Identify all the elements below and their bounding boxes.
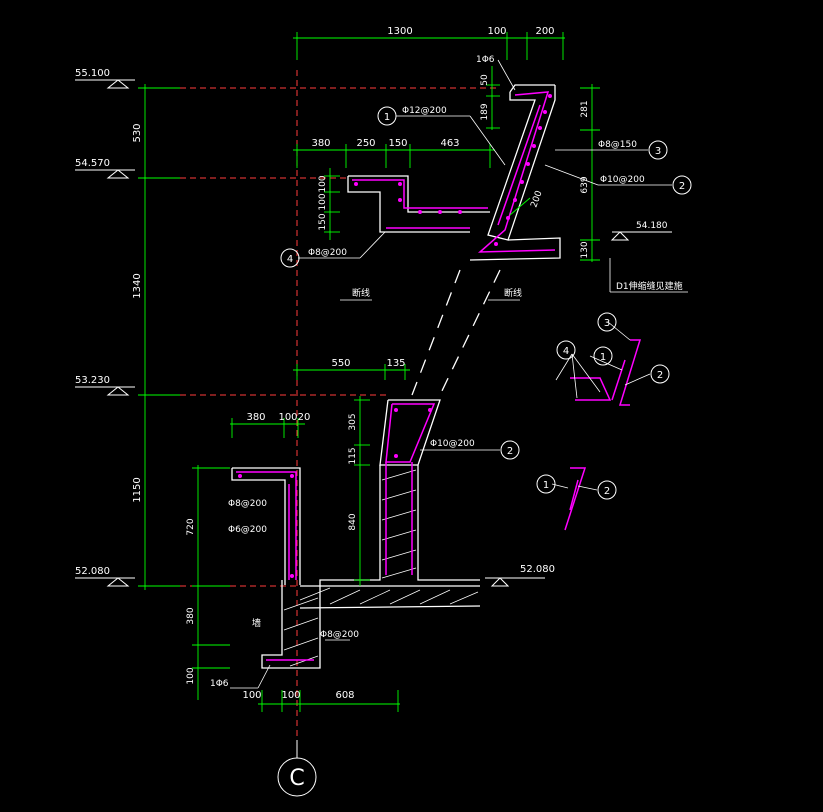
dim-text: 100 bbox=[487, 26, 506, 37]
dim-text: 100 bbox=[186, 667, 196, 684]
dim-text: 150 bbox=[388, 138, 407, 149]
dim-text: 100 bbox=[242, 690, 261, 701]
rebar-label: Φ10@200 bbox=[600, 175, 645, 185]
callout-number: 2 bbox=[657, 370, 663, 381]
dim-text: 50 bbox=[480, 74, 490, 86]
elevation-marks bbox=[75, 79, 672, 587]
elevation-label: 52.080 bbox=[75, 566, 110, 577]
seal-note: D1伸缩缝见建施 bbox=[616, 280, 683, 292]
dim-text: 130 bbox=[580, 241, 590, 258]
dim-text: 550 bbox=[331, 358, 350, 369]
callout-number: 4 bbox=[287, 254, 293, 265]
dim-text: 840 bbox=[348, 513, 358, 530]
callout-number: 3 bbox=[655, 146, 661, 157]
concrete-hatch bbox=[283, 469, 479, 667]
elevation-label: 54.180 bbox=[636, 221, 668, 231]
callout-number: 1 bbox=[384, 112, 390, 123]
dim-text: 100 bbox=[281, 690, 300, 701]
dim-text: 189 bbox=[480, 103, 490, 120]
dim-text: 20 bbox=[298, 412, 311, 423]
axis-label: C bbox=[289, 766, 304, 791]
dim-text: 1340 bbox=[132, 273, 143, 298]
dim-text: 380 bbox=[311, 138, 330, 149]
rebar bbox=[236, 91, 642, 661]
callout-number: 2 bbox=[604, 486, 610, 497]
rebar-label: Φ8@200 bbox=[228, 499, 267, 509]
dim-text: 463 bbox=[440, 138, 459, 149]
dim-text: 200 bbox=[529, 189, 544, 209]
rebar-label: 1Φ6 bbox=[476, 55, 495, 65]
callout-circles bbox=[280, 106, 692, 500]
dim-text: 530 bbox=[132, 123, 143, 142]
dim-text: 115 bbox=[348, 447, 358, 464]
dim-text: 380 bbox=[186, 607, 196, 624]
elevation-label: 55.100 bbox=[75, 68, 110, 79]
rebar-label: 1Φ6 bbox=[210, 679, 229, 689]
callout-number: 1 bbox=[600, 352, 606, 363]
dim-text: 608 bbox=[335, 690, 354, 701]
rebar-label: Φ6@200 bbox=[228, 525, 267, 535]
concrete-outline bbox=[231, 84, 561, 669]
labels: 1 3 2 4 2 3 4 1 2 1 2 55.100 54.570 53.2… bbox=[75, 26, 685, 701]
axis-lines bbox=[150, 70, 500, 760]
elevation-label: 52.080 bbox=[520, 564, 555, 575]
dim-text: 1300 bbox=[387, 26, 412, 37]
corner-note: 墙 bbox=[252, 617, 261, 629]
dim-text: 305 bbox=[348, 413, 358, 430]
dim-text: 250 bbox=[356, 138, 375, 149]
dim-text: 281 bbox=[580, 100, 590, 117]
rebar-dots bbox=[238, 94, 552, 578]
elevation-label: 53.230 bbox=[75, 375, 110, 386]
rebar-label: Φ12@200 bbox=[402, 106, 447, 116]
dim-text: 639 bbox=[580, 176, 590, 193]
dim-text: 135 bbox=[386, 358, 405, 369]
callout-number: 2 bbox=[679, 181, 685, 192]
dim-text: 100 bbox=[318, 175, 328, 192]
dim-text: 200 bbox=[535, 26, 554, 37]
dim-text: 1150 bbox=[132, 477, 143, 502]
rebar-label: Φ10@200 bbox=[430, 439, 475, 449]
rebar-label: Φ8@150 bbox=[598, 140, 637, 150]
dim-text: 100 bbox=[318, 193, 328, 210]
dim-text: 380 bbox=[246, 412, 265, 423]
rebar-label: Φ8@200 bbox=[320, 630, 359, 640]
leader-lines bbox=[230, 59, 688, 689]
dimensions bbox=[138, 32, 600, 712]
callout-number: 4 bbox=[563, 346, 569, 357]
dim-text: 150 bbox=[318, 213, 328, 230]
dim-text: 100 bbox=[278, 412, 297, 423]
rebar-label: Φ8@200 bbox=[308, 248, 347, 258]
callout-number: 2 bbox=[507, 446, 513, 457]
callout-number: 1 bbox=[543, 480, 549, 491]
callout-number: 3 bbox=[604, 318, 610, 329]
dim-text: 720 bbox=[186, 518, 196, 535]
elevation-label: 54.570 bbox=[75, 158, 110, 169]
break-note: 断线 bbox=[352, 287, 370, 299]
axis-bubble-c: C bbox=[277, 740, 317, 797]
break-note: 断线 bbox=[504, 287, 522, 299]
